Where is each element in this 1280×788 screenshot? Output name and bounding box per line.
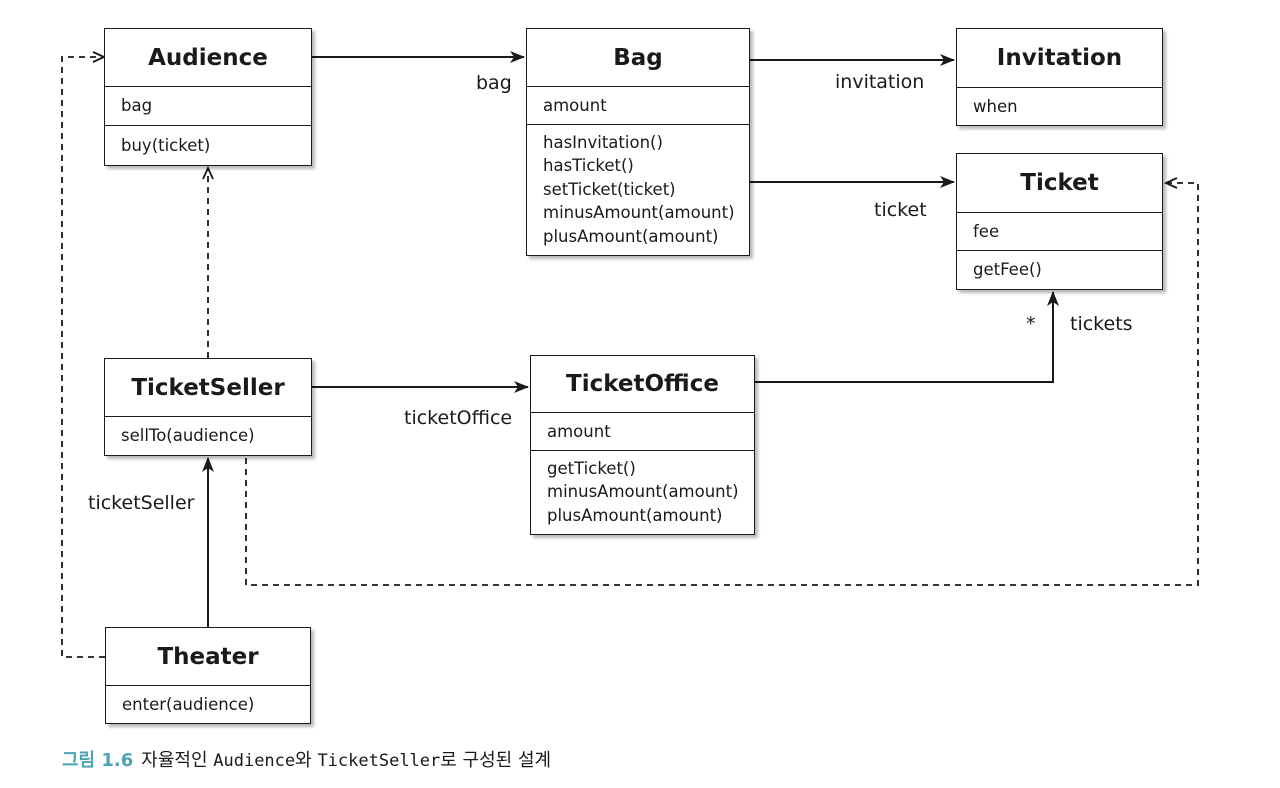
class-ticketseller-methods: sellTo(audience) — [105, 417, 311, 455]
class-audience-attributes: bag — [105, 87, 311, 126]
class-theater-name: Theater — [106, 628, 310, 686]
class-ticket-methods: getFee() — [957, 251, 1162, 289]
dependency-theater-audience — [61, 57, 105, 658]
label-bag: bag — [476, 72, 512, 94]
class-ticket-attributes: fee — [957, 213, 1162, 251]
class-ticket-name: Ticket — [957, 154, 1162, 213]
class-theater: Theater enter(audience) — [105, 627, 311, 724]
method: setTicket(ticket) — [543, 179, 676, 199]
caption-code-ticketseller: TicketSeller — [317, 751, 441, 771]
class-bag-attributes: amount — [527, 87, 749, 125]
label-ticketseller: ticketSeller — [88, 492, 195, 514]
class-ticketoffice-methods: getTicket() minusAmount(amount) plusAmou… — [531, 451, 754, 533]
attribute: amount — [547, 421, 611, 441]
class-audience-name: Audience — [105, 29, 311, 87]
method: buy(ticket) — [121, 135, 211, 155]
attribute: fee — [973, 221, 1000, 241]
class-invitation: Invitation when — [956, 28, 1163, 126]
class-ticketoffice: TicketOffice amount getTicket() minusAmo… — [530, 355, 755, 535]
method: getTicket() — [547, 458, 636, 478]
class-ticketoffice-name: TicketOffice — [531, 356, 754, 413]
association-ticketoffice-ticket — [755, 291, 1059, 383]
method: sellTo(audience) — [121, 426, 255, 446]
class-bag-name: Bag — [527, 29, 749, 87]
label-ticket: ticket — [874, 199, 927, 221]
caption-code-audience: Audience — [213, 751, 296, 771]
class-audience: Audience bag buy(ticket) — [104, 28, 312, 166]
class-theater-methods: enter(audience) — [106, 686, 310, 723]
class-ticketoffice-attributes: amount — [531, 413, 754, 451]
caption-text-post: 로 구성된 설계 — [440, 750, 552, 771]
class-audience-methods: buy(ticket) — [105, 126, 311, 165]
label-multiplicity: * — [1026, 313, 1036, 335]
method: hasInvitation() — [543, 132, 663, 152]
class-ticket: Ticket fee getFee() — [956, 153, 1163, 290]
class-bag: Bag amount hasInvitation() hasTicket() s… — [526, 28, 750, 256]
class-bag-methods: hasInvitation() hasTicket() setTicket(ti… — [527, 125, 749, 254]
attribute: when — [973, 96, 1018, 116]
attribute: bag — [121, 96, 153, 116]
method: minusAmount(amount) — [547, 482, 739, 502]
class-invitation-name: Invitation — [957, 29, 1162, 88]
method: plusAmount(amount) — [547, 505, 723, 525]
class-ticketseller: TicketSeller sellTo(audience) — [104, 358, 312, 456]
class-ticketseller-name: TicketSeller — [105, 359, 311, 417]
figure-number: 그림 1.6 — [62, 750, 134, 771]
dependency-ticketseller-ticket — [245, 183, 1199, 586]
label-tickets: tickets — [1070, 313, 1133, 335]
figure-caption: 그림 1.6 자율적인 Audience와 TicketSeller로 구성된 설… — [62, 746, 551, 772]
method: minusAmount(amount) — [543, 203, 735, 223]
caption-text-mid: 와 — [295, 750, 318, 771]
method: hasTicket() — [543, 156, 634, 176]
method: getFee() — [973, 260, 1042, 280]
method: enter(audience) — [122, 694, 255, 714]
label-invitation: invitation — [835, 71, 925, 93]
caption-text-pre: 자율적인 — [141, 750, 214, 771]
label-ticketoffice: ticketOffice — [404, 407, 513, 429]
attribute: amount — [543, 95, 607, 115]
method: plusAmount(amount) — [543, 226, 719, 246]
class-invitation-attributes: when — [957, 88, 1162, 125]
